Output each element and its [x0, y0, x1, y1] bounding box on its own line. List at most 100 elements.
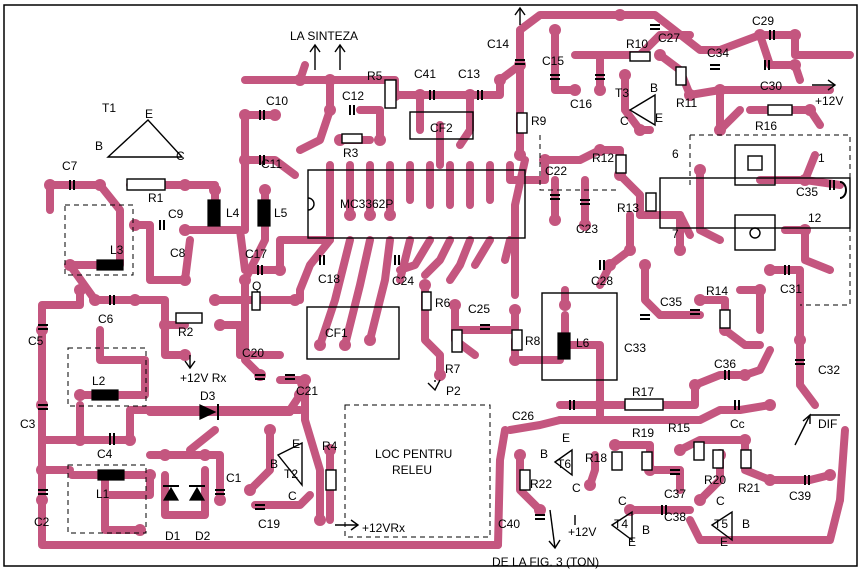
label-t1-b: B: [95, 139, 103, 153]
label-d3: D3: [200, 389, 216, 403]
label-c35b: C35: [660, 295, 682, 309]
label-c11: C11: [261, 157, 282, 171]
label-cf2: CF2: [430, 121, 453, 135]
label-dif: DIF: [818, 417, 837, 431]
label-r22: R22: [530, 477, 552, 491]
copper-traces: [38, 11, 854, 549]
label-t2: T2: [284, 467, 298, 481]
label-p2: P2: [446, 384, 461, 398]
label-cf1: CF1: [325, 326, 348, 340]
label-t3: T3: [615, 86, 629, 100]
label-t4-b: B: [642, 523, 650, 537]
label-t1-c: C: [176, 149, 185, 163]
label-l1: L1: [96, 487, 110, 501]
label-d2: D2: [195, 529, 211, 543]
label-t5: T5: [714, 517, 728, 531]
label-t2-c: C: [288, 489, 297, 503]
label-r12: R12: [592, 151, 614, 165]
l6-shield: [541, 292, 618, 381]
label-c34: C34: [707, 46, 729, 60]
outer-frame: [3, 4, 858, 567]
label-c10: C10: [266, 94, 288, 108]
label-c12: C12: [342, 89, 364, 103]
label-c20: C20: [242, 346, 264, 360]
label-12v-rx-2: +12VRx: [362, 521, 405, 535]
label-t3-c: C: [620, 114, 629, 128]
label-c6: C6: [98, 312, 114, 326]
label-r11: R11: [676, 96, 697, 110]
label-l6: L6: [576, 336, 590, 350]
label-c39: C39: [789, 489, 811, 503]
label-c38: C38: [664, 510, 686, 524]
label-r15: R15: [668, 421, 690, 435]
label-c4: C4: [97, 447, 113, 461]
label-r13: R13: [617, 201, 639, 215]
label-c16: C16: [570, 97, 592, 111]
label-t5-c: C: [716, 494, 725, 508]
label-c25: C25: [468, 302, 490, 316]
label-t5-e: E: [720, 535, 728, 549]
label-r10: R10: [626, 37, 648, 51]
label-12v-bottom: +12V: [568, 525, 596, 539]
label-c27: C27: [658, 31, 680, 45]
label-t6-b: B: [540, 447, 548, 461]
label-r8: R8: [525, 334, 541, 348]
label-c7: C7: [62, 159, 78, 173]
label-12v-top: +12V: [815, 94, 843, 108]
label-r7: R7: [445, 362, 461, 376]
label-c5: C5: [28, 334, 44, 348]
label-c41: C41: [414, 67, 436, 81]
label-t5-b: B: [742, 517, 750, 531]
label-r20: R20: [704, 473, 726, 487]
label-r4: R4: [322, 439, 338, 453]
label-l4: L4: [226, 206, 240, 220]
label-c8: C8: [170, 246, 186, 260]
label-c36: C36: [714, 357, 736, 371]
label-c18: C18: [318, 272, 340, 286]
label-de-la-fig3: DE LA FIG. 3 (TON): [492, 555, 599, 569]
label-c30: C30: [760, 79, 782, 93]
label-t4-e: E: [628, 535, 636, 549]
label-pin-12: 12: [808, 211, 822, 225]
label-cc: Cc: [730, 417, 745, 431]
label-l2: L2: [92, 374, 106, 388]
label-l3: L3: [110, 243, 124, 257]
label-c24: C24: [392, 274, 414, 288]
label-t2-e: E: [292, 437, 300, 451]
label-pin-7: 7: [672, 227, 679, 241]
label-c22: C22: [545, 164, 567, 178]
label-t2-b: B: [270, 457, 278, 471]
cf2-body: [409, 111, 474, 140]
label-c13: C13: [458, 67, 480, 81]
label-r6: R6: [435, 296, 451, 310]
pads: [36, 9, 836, 536]
label-c40: C40: [498, 517, 520, 531]
label-r1: R1: [148, 191, 164, 205]
label-t3-e: E: [655, 111, 663, 125]
label-t6-c: C: [572, 481, 581, 495]
label-r14: R14: [706, 284, 728, 298]
label-releu: RELEU: [392, 463, 432, 477]
label-c33: C33: [624, 341, 646, 355]
labels: MC3362P LA SINTEZA +12V Rx +12VRx +12V +…: [20, 14, 843, 569]
label-c17: C17: [245, 247, 267, 261]
label-c2: C2: [34, 515, 50, 529]
label-c37: C37: [664, 487, 686, 501]
label-c3: C3: [20, 417, 36, 431]
label-c26: C26: [512, 409, 534, 423]
label-r21: R21: [738, 481, 760, 495]
label-c31: C31: [780, 282, 802, 296]
label-c19: C19: [258, 517, 280, 531]
label-c23: C23: [576, 222, 598, 236]
label-r17: R17: [632, 385, 654, 399]
label-r5: R5: [367, 69, 383, 83]
label-r9: R9: [531, 114, 547, 128]
cf1-body: [306, 306, 400, 360]
label-c21: C21: [296, 384, 318, 398]
label-t3-b: B: [650, 81, 658, 95]
label-l5: L5: [274, 206, 288, 220]
label-t6-e: E: [562, 431, 570, 445]
label-r3: R3: [343, 146, 359, 160]
outline-boxes: [64, 111, 851, 538]
